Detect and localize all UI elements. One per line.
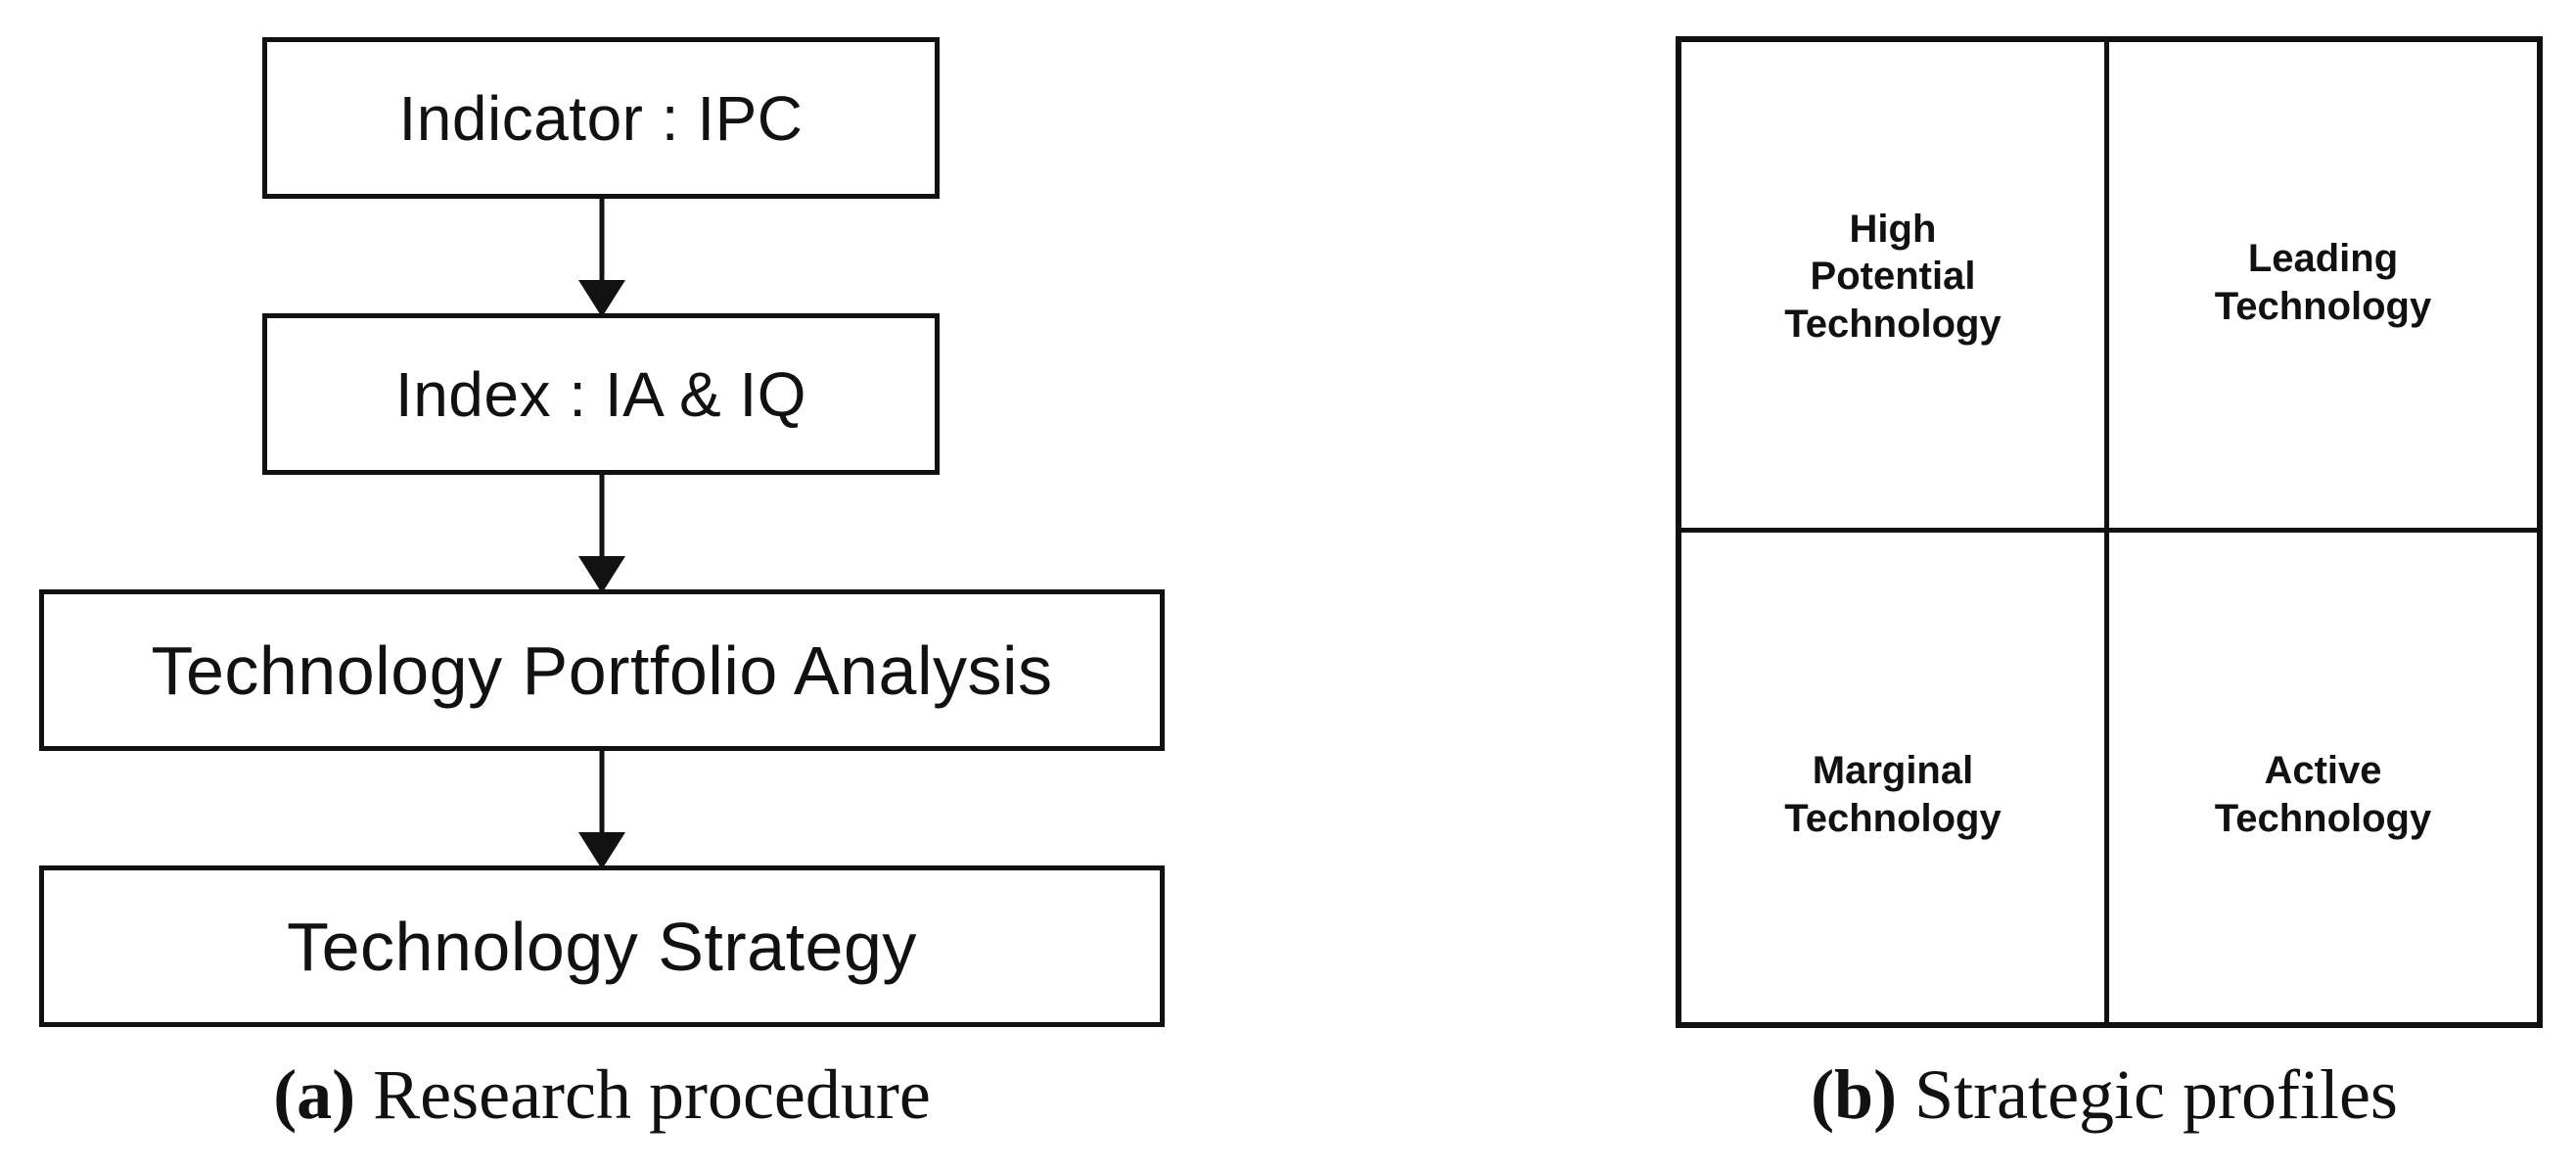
strategic-profiles-matrix: High Potential Technology Leading Techno…	[1676, 36, 2543, 1028]
quadrant-active-technology: Active Technology	[2109, 533, 2537, 1023]
flow-step-indicator-label: Indicator : IPC	[398, 82, 804, 154]
quadrant-high-potential-technology: High Potential Technology	[1681, 42, 2109, 533]
flow-step-technology-strategy: Technology Strategy	[39, 865, 1165, 1027]
flow-step-index: Index : IA & IQ	[262, 313, 940, 475]
arrow-portfolio-to-strategy	[578, 748, 625, 869]
quadrant-leading-technology: Leading Technology	[2109, 42, 2537, 533]
quadrant-marginal-technology-label: Marginal Technology	[1784, 748, 2001, 840]
caption-panel-a-tag: (a)	[273, 1055, 356, 1134]
caption-panel-b: (b) Strategic profiles	[1664, 1059, 2545, 1130]
arrow-indicator-to-index	[578, 196, 625, 317]
flow-step-strategy-label: Technology Strategy	[287, 908, 917, 985]
flow-step-indicator: Indicator : IPC	[262, 37, 940, 199]
quadrant-high-potential-technology-label: High Potential Technology	[1784, 207, 2001, 347]
quadrant-marginal-technology: Marginal Technology	[1681, 532, 2109, 1022]
arrow-index-to-portfolio	[578, 472, 625, 593]
flow-step-portfolio-label: Technology Portfolio Analysis	[151, 631, 1053, 709]
flow-step-technology-portfolio-analysis: Technology Portfolio Analysis	[39, 589, 1165, 751]
caption-panel-a: (a) Research procedure	[0, 1059, 1204, 1130]
caption-panel-a-text: Research procedure	[355, 1055, 931, 1134]
flow-step-index-label: Index : IA & IQ	[394, 358, 807, 430]
quadrant-leading-technology-label: Leading Technology	[2214, 236, 2432, 328]
caption-panel-b-text: Strategic profiles	[1897, 1055, 2398, 1134]
caption-panel-b-tag: (b)	[1811, 1055, 1898, 1134]
quadrant-active-technology-label: Active Technology	[2214, 748, 2432, 840]
